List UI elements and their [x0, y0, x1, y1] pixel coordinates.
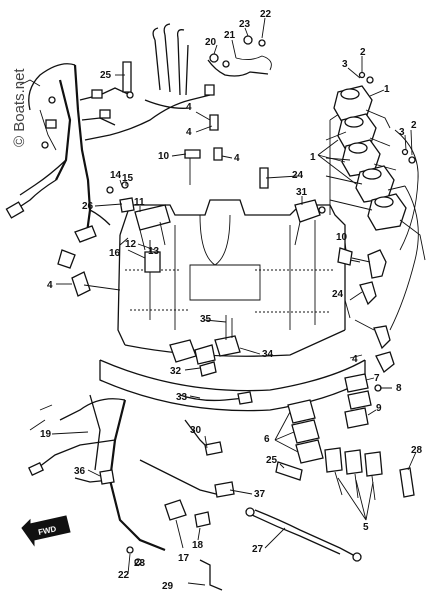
callout-26: 26	[82, 201, 94, 212]
callout-3: 3	[399, 127, 405, 138]
callout-22: 22	[118, 570, 130, 581]
callout-22: 22	[260, 9, 272, 20]
callout-25: 25	[266, 455, 278, 466]
ignition-coil	[355, 165, 406, 203]
watermark: © Boats.net	[11, 68, 28, 147]
callout-2: 2	[411, 120, 417, 131]
callout-6: 6	[264, 434, 270, 445]
callout-14: 14	[110, 170, 122, 181]
callout-18: 18	[192, 540, 204, 551]
leader-lines	[51, 17, 417, 586]
callout-10: 10	[158, 151, 170, 162]
callout-13: 13	[148, 246, 160, 257]
center-items	[169, 315, 253, 405]
ignition-coil	[367, 193, 426, 261]
switches	[344, 373, 382, 429]
callout-19: 19	[40, 429, 52, 440]
fwd-arrow: FWD	[21, 515, 71, 547]
connectors-top	[184, 114, 269, 189]
callout-10: 10	[336, 232, 348, 243]
callout-33: 33	[176, 392, 188, 403]
rectifier	[294, 199, 371, 266]
callout-4: 4	[186, 102, 192, 113]
callout-25: 25	[100, 70, 112, 81]
callout-29: 29	[162, 581, 174, 592]
callout-2: 2	[360, 47, 366, 58]
callout-7: 7	[374, 373, 380, 384]
ignition-coil	[341, 139, 397, 177]
callout-35: 35	[200, 314, 212, 325]
callout-3: 3	[342, 59, 348, 70]
callout-37: 37	[254, 489, 266, 500]
callout-21: 21	[224, 30, 236, 41]
regulator-assembly	[106, 181, 171, 273]
callout-28: 28	[411, 445, 423, 456]
engine-block	[99, 109, 366, 412]
callout-8: 8	[396, 383, 402, 394]
callout-15: 15	[122, 173, 134, 184]
left-connectors	[57, 249, 121, 297]
callout-20: 20	[205, 37, 217, 48]
ignition-coils	[325, 71, 426, 261]
callout-36: 36	[74, 466, 86, 477]
callout-17: 17	[178, 553, 190, 564]
watermark-text: © Boats.net	[11, 68, 28, 147]
callout-11: 11	[134, 197, 145, 208]
callout-24: 24	[332, 289, 344, 300]
callout-5: 5	[363, 522, 369, 533]
callout-23: 23	[239, 19, 251, 30]
callout-1: 1	[384, 84, 390, 95]
callout-31: 31	[296, 187, 308, 198]
callout-30: 30	[190, 425, 202, 436]
callout-32: 32	[170, 366, 182, 377]
callout-numbers: 22 23 21 20 25 2 3 1 4 4 3 2 10 4 1 14 1…	[40, 9, 423, 592]
fwd-label: FWD	[37, 524, 57, 537]
callout-9: 9	[376, 403, 382, 414]
lower-harness	[28, 394, 235, 552]
cdi-units	[287, 399, 415, 501]
spark-plug-caps	[339, 129, 419, 374]
callout-4: 4	[186, 127, 192, 138]
callout-23: 23	[134, 558, 146, 569]
callout-12: 12	[125, 239, 137, 250]
bottom-parts	[126, 461, 362, 591]
callout-4: 4	[352, 354, 358, 365]
callout-1: 1	[310, 152, 316, 163]
main-wire-harness	[5, 63, 211, 243]
callout-24: 24	[292, 170, 304, 181]
sub-harness-top	[122, 23, 272, 109]
callout-27: 27	[252, 544, 264, 555]
callout-4: 4	[234, 153, 240, 164]
callout-34: 34	[262, 349, 274, 360]
callout-16: 16	[109, 248, 121, 259]
callout-4: 4	[47, 280, 53, 291]
